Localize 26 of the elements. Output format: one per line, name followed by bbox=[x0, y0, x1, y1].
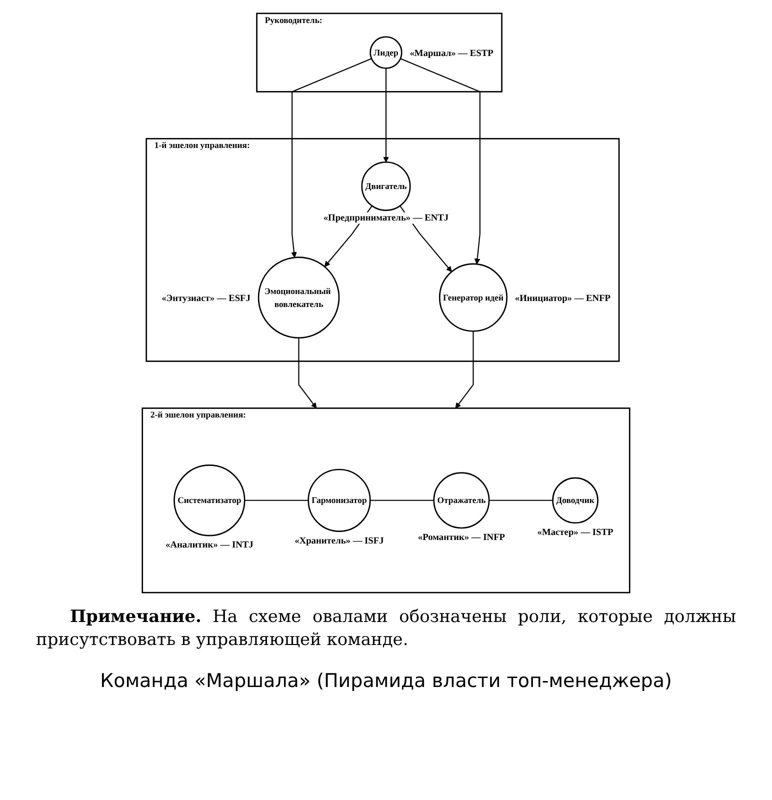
role-type-label: «Романтик» — INFP bbox=[418, 533, 506, 544]
node-circle: Отражатель bbox=[433, 472, 490, 529]
connector bbox=[370, 500, 434, 501]
connector bbox=[489, 500, 553, 501]
role-type-label: «Энтузиаст» — ESFJ bbox=[162, 294, 250, 304]
arrow bbox=[298, 338, 317, 408]
arrow bbox=[400, 58, 480, 264]
node-circle: Доводчик bbox=[552, 477, 598, 524]
role-type-label: «Хранитель» — ISFJ bbox=[294, 536, 384, 546]
node-circle: Генератор идей bbox=[438, 263, 508, 332]
connector bbox=[244, 500, 308, 501]
arrow bbox=[383, 68, 389, 162]
node-circle: Лидер bbox=[370, 36, 402, 69]
node-circle: Гармонизатор bbox=[308, 468, 371, 532]
role-type-label: «Инициатор» — ENFP bbox=[514, 294, 611, 304]
arrow bbox=[291, 58, 372, 258]
role-type-label: «Предприниматель» — ENTJ bbox=[323, 213, 449, 224]
note-text: Примечание. На схеме овалами обозначены роли, которые должны присутствовать в управляющей команде. bbox=[36, 606, 736, 652]
caption: Команда «Маршала» (Пирамида власти топ-менеджера) bbox=[100, 668, 672, 694]
node-circle: Двигатель bbox=[361, 161, 411, 211]
role-type-label: «Маршал» — ESTP bbox=[410, 48, 494, 59]
node-circle: Эмоциональный вовлекатель bbox=[258, 256, 340, 338]
role-type-label: «Аналитик» — INTJ bbox=[166, 540, 254, 551]
node-circle: Систематизатор bbox=[174, 464, 246, 536]
arrow bbox=[455, 331, 474, 408]
role-type-label: «Мастер» — ISTP bbox=[537, 528, 614, 538]
